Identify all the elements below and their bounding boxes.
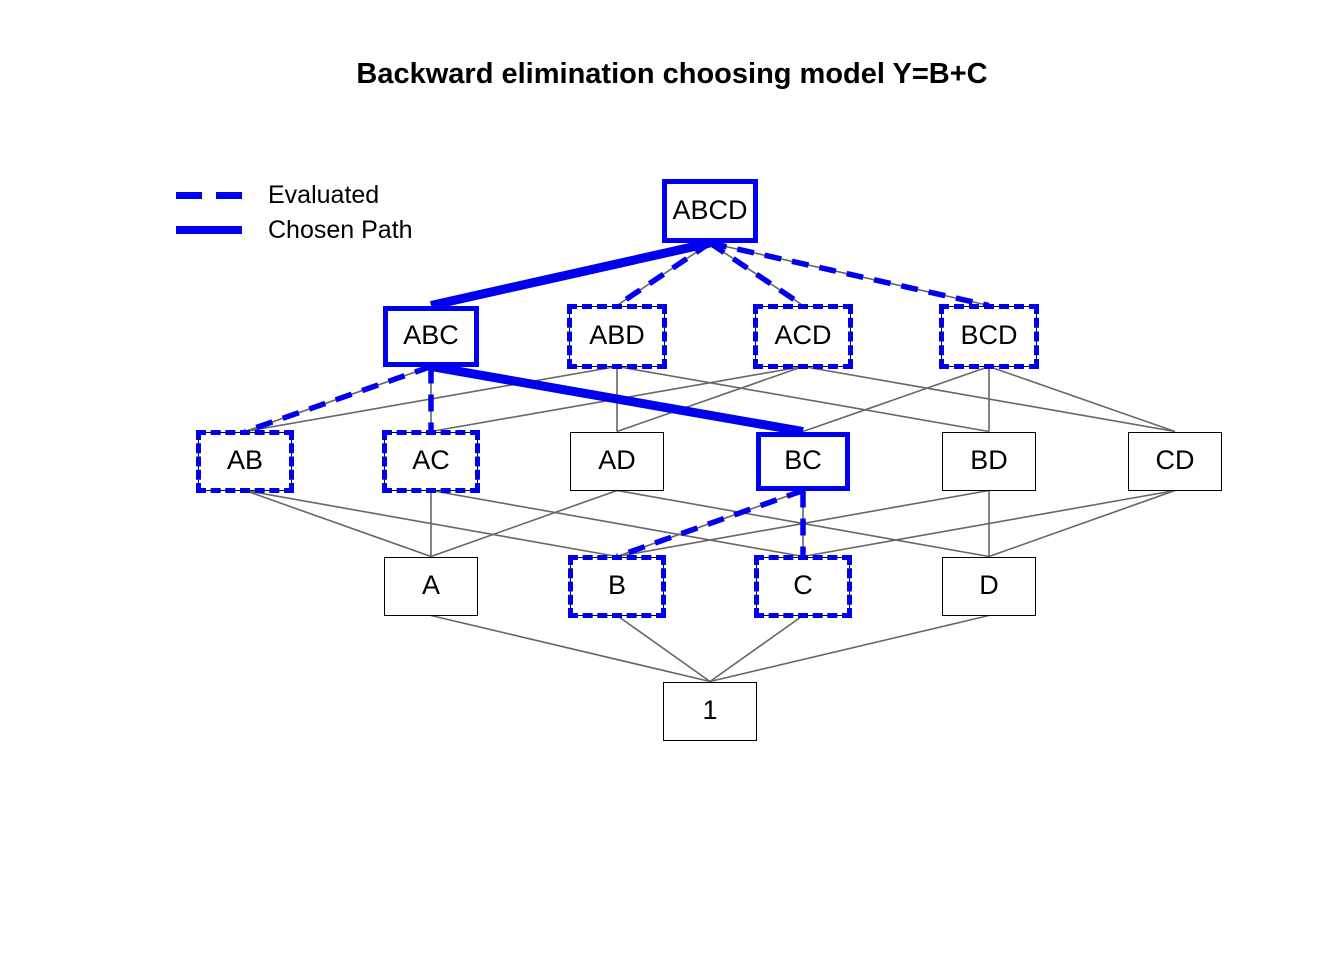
edge-ac-c <box>430 489 804 558</box>
solid-blue-line-icon <box>176 226 242 234</box>
node-abd[interactable]: ABD <box>567 303 667 369</box>
node-ab[interactable]: AB <box>196 429 294 493</box>
node-label: CD <box>1155 444 1195 475</box>
edge-abc-ab <box>244 363 432 435</box>
edge-b-one <box>616 614 711 683</box>
edge-abcd-bcd <box>709 240 990 309</box>
edge-d-one <box>709 614 990 683</box>
evaluated-edge-group <box>244 240 990 560</box>
node-label: BCD <box>960 319 1018 350</box>
node-bcd[interactable]: BCD <box>939 303 1039 369</box>
node-label: AD <box>598 444 636 475</box>
edge-abd-bd <box>616 365 990 433</box>
edge-cd-d <box>988 489 1176 558</box>
node-label: A <box>421 569 440 600</box>
node-label: ACD <box>774 319 832 350</box>
edge-a-one <box>430 614 711 683</box>
node-d[interactable]: D <box>942 556 1036 616</box>
node-label: BC <box>784 444 822 475</box>
edge-ad-a <box>430 489 618 558</box>
chosen-edge-group <box>430 238 804 436</box>
edge-acd-ad <box>616 365 804 433</box>
edge-abcd-acd <box>708 240 805 308</box>
legend: Evaluated Chosen Path <box>176 178 506 256</box>
edge-bcd-bc <box>802 365 990 433</box>
node-label: ABC <box>403 319 459 350</box>
legend-item-chosen-path: Chosen Path <box>176 213 413 247</box>
node-label: AC <box>412 444 450 475</box>
legend-label-chosen-path: Chosen Path <box>268 215 413 244</box>
node-abcd[interactable]: ABCD <box>662 179 758 243</box>
node-label: BD <box>970 444 1008 475</box>
page-title: Backward elimination choosing model Y=B+… <box>356 58 988 90</box>
node-label: 1 <box>702 694 718 725</box>
plain-edge-group <box>244 242 1176 683</box>
legend-label-evaluated: Evaluated <box>268 180 380 209</box>
node-label: C <box>793 569 813 600</box>
node-c[interactable]: C <box>754 554 852 618</box>
edge-c-one <box>709 614 804 683</box>
edge-cd-c <box>802 489 1176 558</box>
edge-abcd-abd <box>615 240 712 308</box>
node-ad[interactable]: AD <box>570 431 664 491</box>
node-bd[interactable]: BD <box>942 431 1036 491</box>
node-acd[interactable]: ACD <box>753 303 853 369</box>
node-label: AB <box>226 444 264 475</box>
node-label: B <box>607 569 626 600</box>
node-ac[interactable]: AC <box>382 429 480 493</box>
node-a[interactable]: A <box>384 556 478 616</box>
edge-ab-a <box>244 489 432 558</box>
legend-item-evaluated: Evaluated <box>176 178 379 212</box>
dashed-blue-line-icon <box>176 191 242 199</box>
edge-bcd-cd <box>988 365 1176 433</box>
edge-abcd-abc <box>430 238 711 310</box>
node-label: ABD <box>589 319 645 350</box>
node-label: ABCD <box>672 194 748 225</box>
node-b[interactable]: B <box>568 554 666 618</box>
node-cd[interactable]: CD <box>1128 431 1222 491</box>
node-abc[interactable]: ABC <box>383 305 479 367</box>
edge-bc-b <box>616 487 804 560</box>
edge-abc-bc <box>430 362 804 436</box>
node-label: D <box>979 569 999 600</box>
node-1[interactable]: 1 <box>663 681 757 741</box>
node-bc[interactable]: BC <box>756 431 850 491</box>
